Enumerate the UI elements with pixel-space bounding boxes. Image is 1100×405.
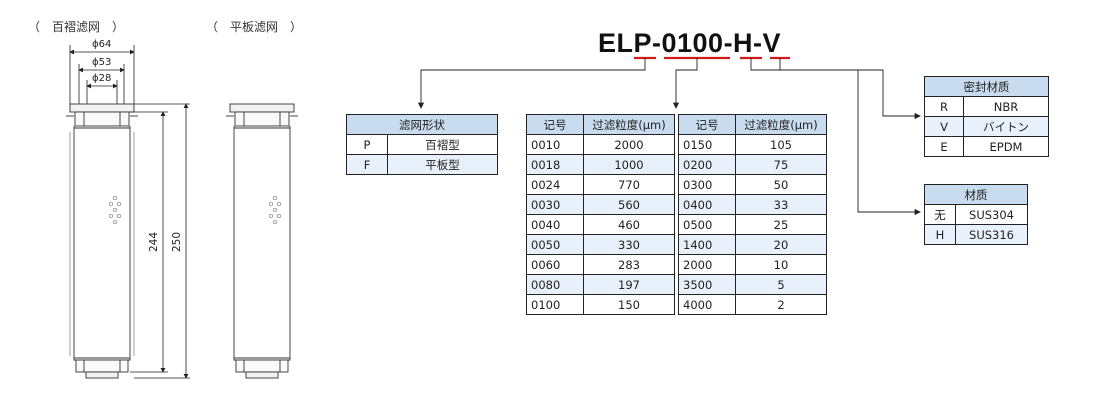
precision-value: 283 [583, 254, 675, 275]
body-material-table: 材质 无 SUS304 H SUS316 [924, 184, 1028, 245]
precision-code: 0300 [678, 174, 736, 195]
precision-value: 150 [583, 294, 675, 315]
diameter-dimensions [69, 45, 135, 108]
seal-name: バイトン [963, 116, 1049, 137]
precision-value: 770 [583, 174, 675, 195]
precision-code: 4000 [678, 294, 736, 315]
shape-name: 百褶型 [387, 134, 498, 155]
precision-value: 5 [735, 274, 827, 295]
precision-code: 0080 [526, 274, 584, 295]
precision-value: 460 [583, 214, 675, 235]
seal-name: NBR [963, 96, 1049, 117]
pleated-filter-label: （ 百褶滤网 ） [28, 20, 125, 34]
precision-code: 0500 [678, 214, 736, 235]
precision-value: 330 [583, 234, 675, 255]
seal-table-title: 密封材质 [924, 76, 1049, 97]
shape-code: F [346, 154, 388, 175]
material-name: SUS316 [955, 224, 1028, 245]
precision-code: 0018 [526, 154, 584, 175]
precision-code: 0060 [526, 254, 584, 275]
material-table-title: 材质 [924, 184, 1028, 205]
precision-value: 10 [735, 254, 827, 275]
pleated-filter-drawing [66, 103, 138, 379]
dimension-d64: ϕ64 [92, 39, 112, 50]
col-header-code: 记号 [678, 114, 736, 135]
precision-code: 0030 [526, 194, 584, 215]
precision-value: 33 [735, 194, 827, 215]
precision-value: 2 [735, 294, 827, 315]
material-code: H [924, 224, 956, 245]
precision-value: 50 [735, 174, 827, 195]
precision-code: 0100 [526, 294, 584, 315]
precision-code: 0050 [526, 234, 584, 255]
precision-value: 25 [735, 214, 827, 235]
dimension-d28: ϕ28 [92, 73, 112, 84]
material-code: 无 [924, 204, 956, 225]
part-code: ELP-0100-H-V [598, 28, 782, 58]
material-name: SUS304 [955, 204, 1028, 225]
precision-value: 197 [583, 274, 675, 295]
precision-code: 3500 [678, 274, 736, 295]
shape-code: P [346, 134, 388, 155]
precision-value: 560 [583, 194, 675, 215]
seal-name: EPDM [963, 136, 1049, 157]
seal-code: R [924, 96, 964, 117]
precision-code: 0010 [526, 134, 584, 155]
filter-shape-title: 滤网形状 [346, 114, 498, 135]
precision-code: 0040 [526, 214, 584, 235]
col-header-precision: 过滤粒度(μm) [735, 114, 827, 135]
col-header-code: 记号 [526, 114, 584, 135]
seal-material-table: 密封材质 R NBR V バイトン E EPDM [924, 76, 1049, 157]
col-header-precision: 过滤粒度(μm) [583, 114, 675, 135]
precision-value: 75 [735, 154, 827, 175]
seal-code: V [924, 116, 964, 137]
precision-code: 0150 [678, 134, 736, 155]
filter-drawings [66, 45, 298, 379]
shape-name: 平板型 [387, 154, 498, 175]
precision-code: 0024 [526, 174, 584, 195]
precision-value: 1000 [583, 154, 675, 175]
dimension-d53: ϕ53 [92, 57, 112, 68]
precision-value: 105 [735, 134, 827, 155]
flat-filter-drawing [226, 103, 298, 379]
seal-code: E [924, 136, 964, 157]
precision-code: 0200 [678, 154, 736, 175]
height-dimensions [130, 103, 190, 379]
precision-code: 2000 [678, 254, 736, 275]
precision-value: 20 [735, 234, 827, 255]
flat-filter-label: （ 平板滤网 ） [206, 20, 303, 34]
filter-shape-table: 滤网形状 P 百褶型 F 平板型 [346, 114, 498, 175]
precision-value: 2000 [583, 134, 675, 155]
precision-code: 1400 [678, 234, 736, 255]
precision-code: 0400 [678, 194, 736, 215]
